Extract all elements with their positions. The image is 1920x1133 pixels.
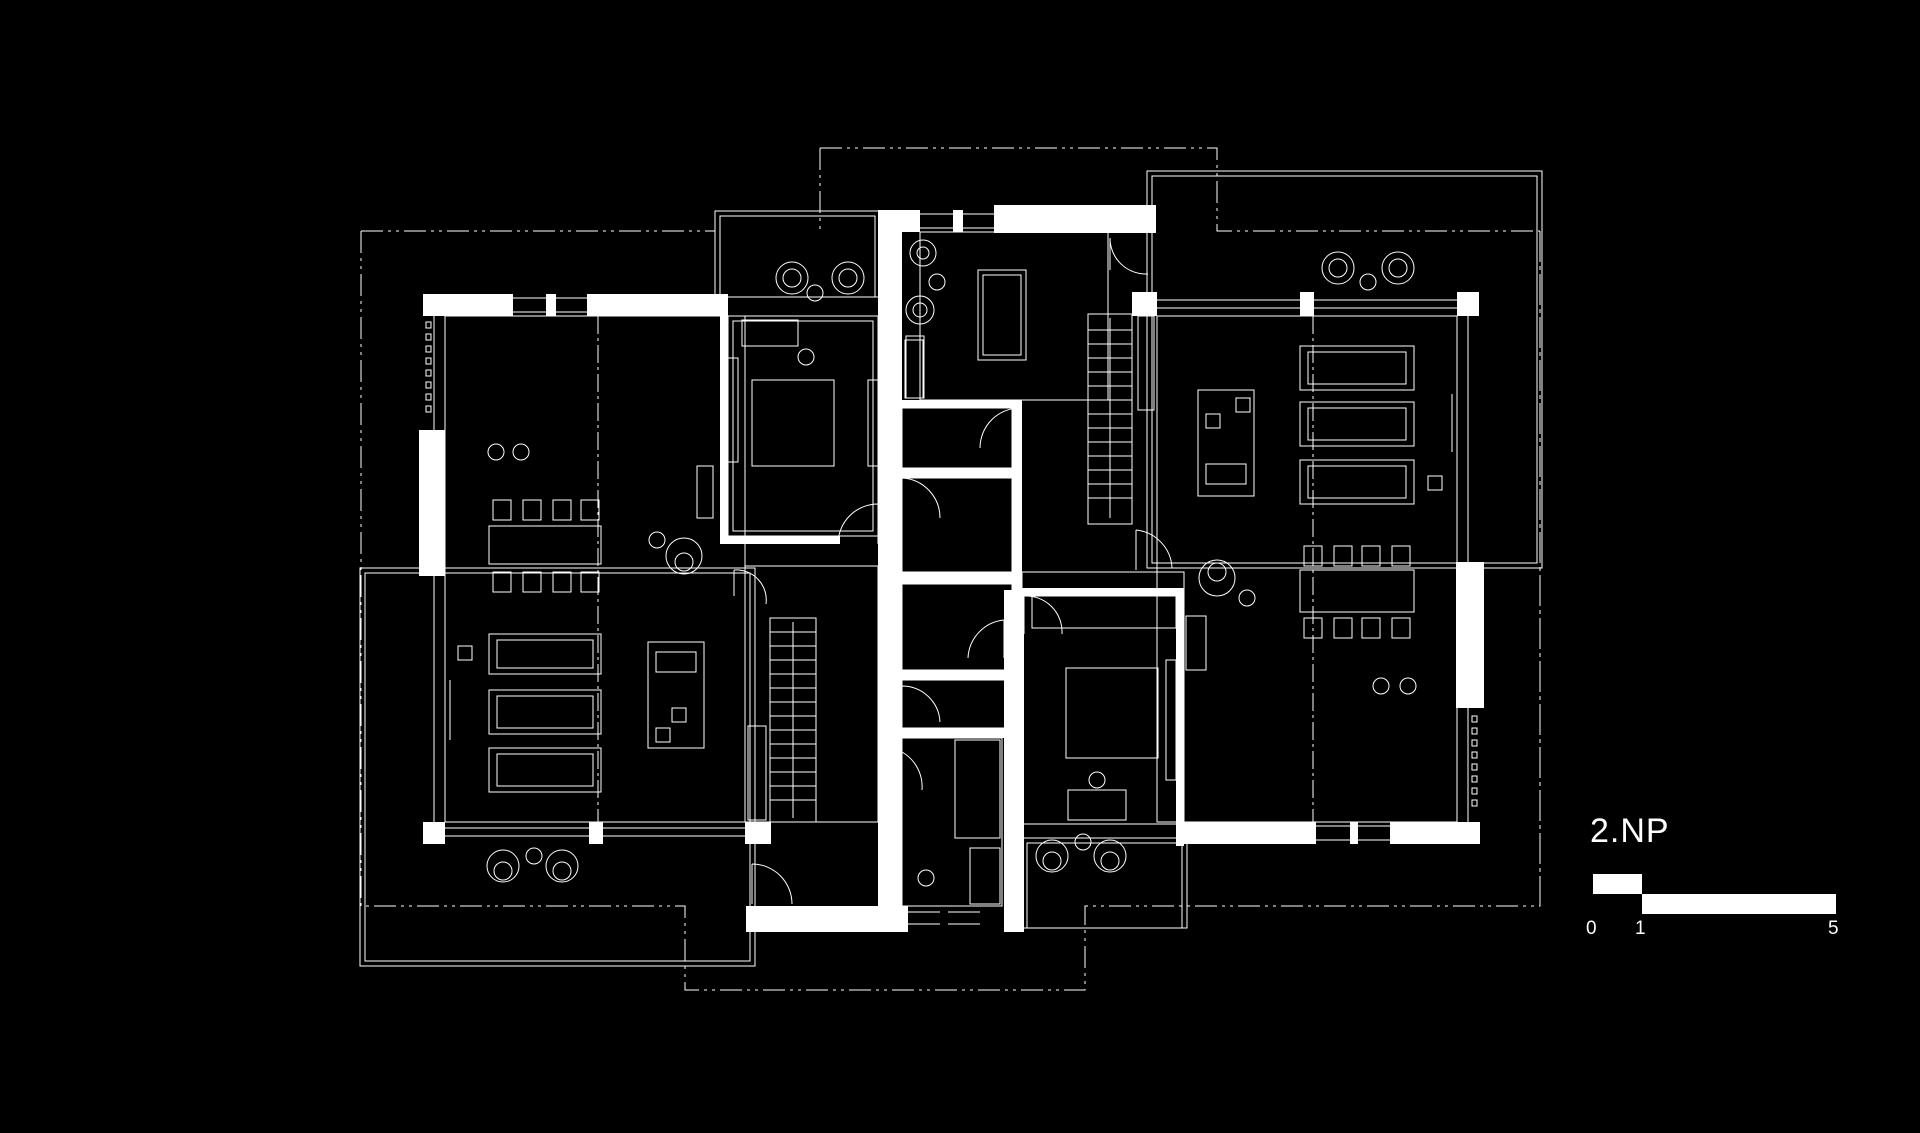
walls — [419, 205, 1484, 932]
scale-tick-5: 5 — [1828, 918, 1839, 939]
scale-bar-segment-rest — [1642, 894, 1836, 914]
scale-bar-segment-first — [1593, 874, 1642, 894]
window-hatch-left — [425, 321, 432, 413]
interior-lines — [425, 213, 1478, 927]
window-hatch-right — [1471, 715, 1478, 807]
stairs-right — [1088, 318, 1132, 518]
scale-tick-0: 0 — [1586, 918, 1597, 939]
furniture — [449, 239, 1453, 887]
plant-pots — [486, 251, 1415, 883]
stairs-left — [770, 622, 816, 818]
scale-tick-1: 1 — [1635, 918, 1646, 939]
level-label: 2.NP — [1590, 812, 1670, 850]
terrace-boundaries — [359, 170, 1543, 967]
doors — [733, 237, 1173, 905]
roof-outline — [360, 147, 1541, 991]
